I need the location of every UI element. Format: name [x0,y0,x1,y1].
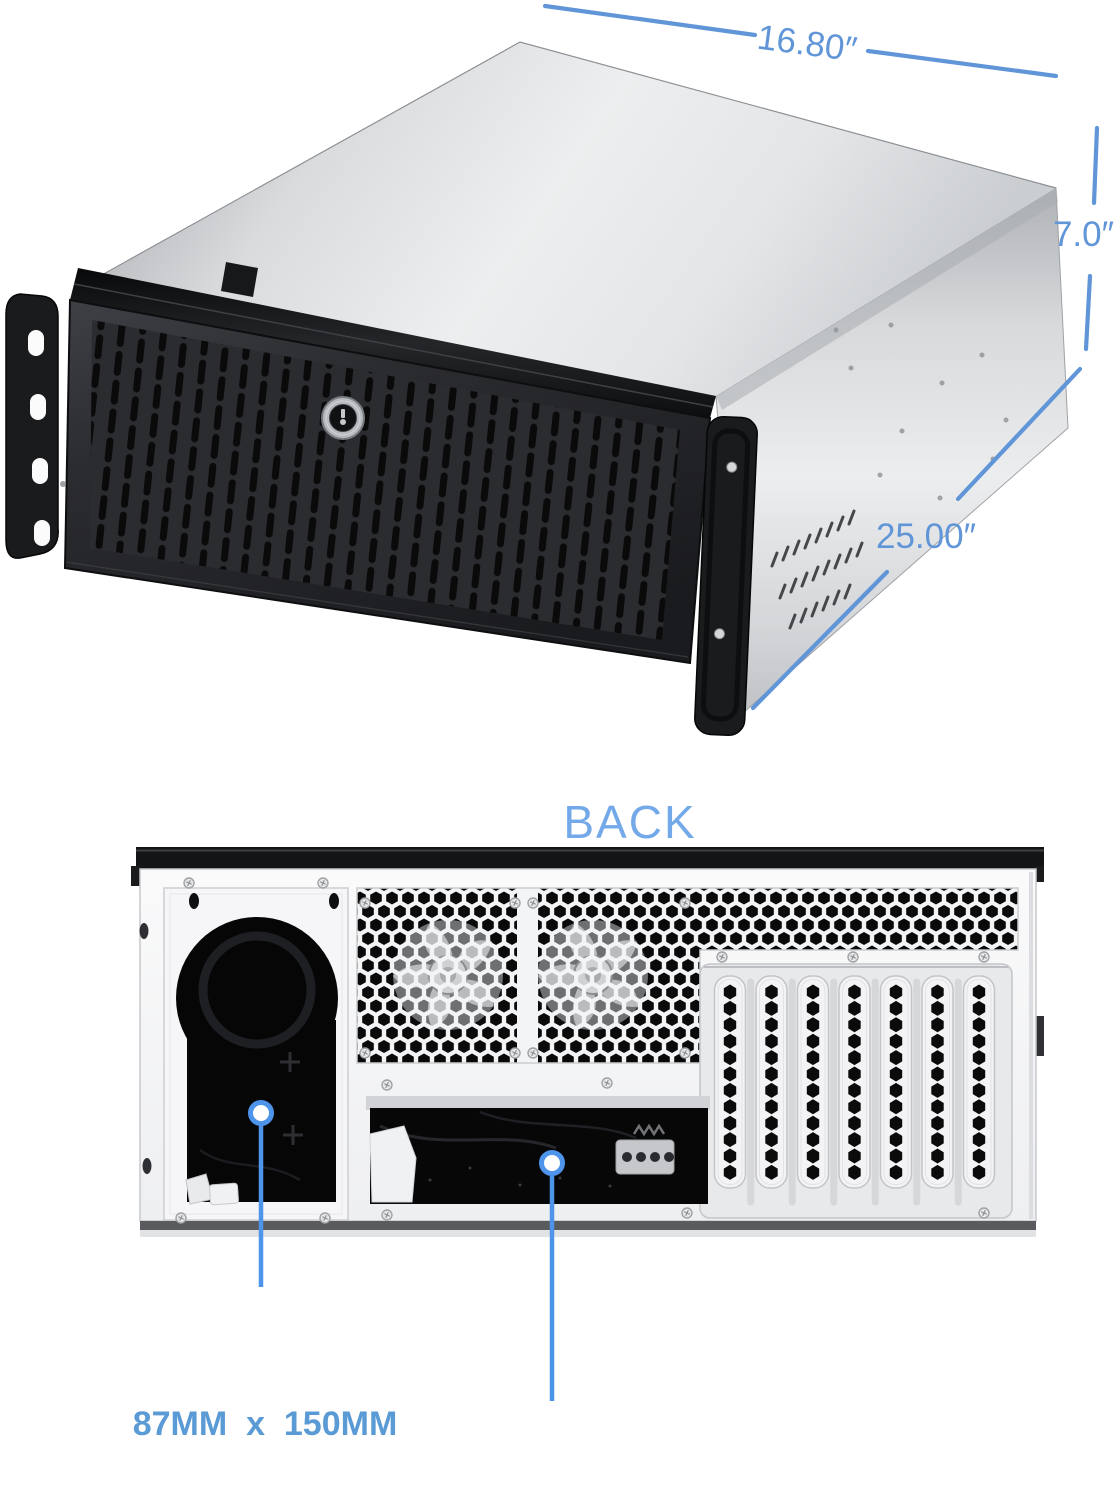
depth-dimension-label: 25.00″ [876,517,976,556]
width-dim-line-left [542,3,758,38]
io-opening [366,1096,710,1204]
height-dim-line-top [1091,125,1100,206]
expansion-slot-cover [881,976,912,1188]
slot-size-callout: 44.5MM x 159MM ( 1.75 in X 6.25 in) [410,1398,714,1500]
height-dim-line-bottom [1083,273,1093,352]
right-rack-ear [694,415,758,737]
expansion-slot-cover [756,976,787,1188]
psu-pointer-marker-icon [248,1100,274,1126]
front-mesh-slots [90,320,680,640]
left-ear-top-tab [221,262,258,297]
psu-size-mm: 87MM x 150MM [132,1405,398,1443]
expansion-slot-cover [922,976,953,1188]
ear-slot-hole [32,458,48,484]
left-rack-ear [5,293,66,559]
panel-bottom-edge [140,1221,1036,1230]
depth-dim-line-top [955,366,1083,502]
chassis-top-panel [82,42,1056,396]
lip-groove [73,283,714,408]
callout-pointers [248,1100,565,1401]
chassis-back-view [131,847,1044,1237]
side-vent-slits [770,509,864,630]
expansion-slot-cover [839,976,870,1188]
back-view-title: BACK [563,796,697,848]
keylock-icon [321,396,365,440]
expansion-slot-cover [964,976,995,1188]
height-dimension-label: 7.0″ [1052,215,1114,254]
white-connector [369,1125,417,1203]
depth-dim-line-bottom [750,569,890,711]
front-panel-lip [70,268,716,418]
molex-connector [615,1123,675,1175]
expansion-slot-cover [715,976,746,1188]
expansion-slot-cover [798,976,829,1188]
back-top-bar [136,847,1044,869]
dimension-lines [542,3,1100,711]
slot-pointer-marker-icon [539,1150,565,1176]
ear-slot-hole [28,330,44,356]
width-dim-line-right [865,48,1059,79]
psu-bay [163,887,349,1221]
front-bottom-groove [65,561,689,658]
chassis-iso-view [5,41,1069,737]
ear-slot-hole [34,520,50,546]
expansion-slot-area [699,963,1013,1219]
back-vent-mesh [356,887,1019,1064]
side-top-shadow [716,188,1058,410]
top-edge-line [81,41,1057,287]
psu-size-callout: 87MM x 150MM (3.4 in X 5.0 in) [116,1284,414,1500]
ear-slot-hole [30,394,46,420]
